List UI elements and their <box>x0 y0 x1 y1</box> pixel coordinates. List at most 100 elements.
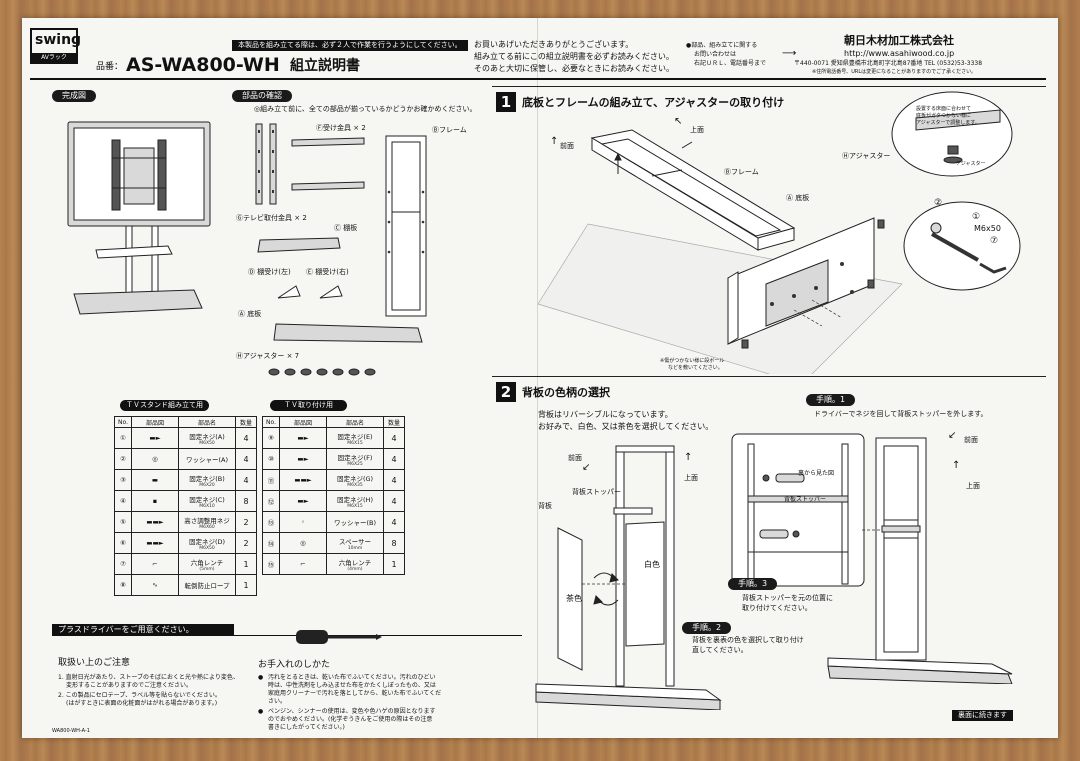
proc1-label: 手順。1 <box>806 394 856 406</box>
receiver-bracket-drawing <box>291 137 365 191</box>
care-line-2c: 書きにしたがってください。) <box>268 724 345 731</box>
rope-icon: ∿ <box>131 574 179 596</box>
back-view-label: 裏から見た図 <box>798 470 835 477</box>
screw-size-label: M6x50 <box>974 224 1001 233</box>
parts-check-note: ◎組み立て前に、全ての部品が揃っているかどうかお確かめください。 <box>254 105 477 113</box>
part-C-label: Ⓒ 棚板 <box>334 224 358 232</box>
company-address: 〒440-0071 愛知県豊橋市北島町字北島87番地 TEL (0532)53-… <box>794 60 983 67</box>
driver-notice: プラスドライバーをご用意ください。 <box>52 624 234 635</box>
care-line-1c: 家庭用クリーナーで汚れを落としてから、乾いた布でふいてくだ <box>268 690 442 697</box>
tv-table-title: ＴＶ取り付け用 <box>270 400 347 411</box>
arrow-icon: ⟶ <box>782 48 797 59</box>
circle-2-label: ② <box>934 198 943 208</box>
step2-right-top-label: 上面 <box>966 482 980 490</box>
step1-base-label: Ⓐ 底板 <box>786 194 810 202</box>
handling-line-2: 2. この製品にセロテープ、ラベル等を貼らないでください。 <box>58 692 221 699</box>
proc2-label: 手順。2 <box>682 622 732 634</box>
proc3-label: 手順。3 <box>728 578 778 590</box>
table-row: ⑦⌐六角レンチ(5mm)1 <box>114 553 257 575</box>
care-line-1: 汚れをとるときは、乾いた布でふいてください。汚れのひどい <box>268 674 436 681</box>
bubble-line-1: 設置する床面に合わせて <box>916 106 972 112</box>
stand-frame-drawing <box>827 437 1013 684</box>
proc3-text-2: 取り付けてください。 <box>742 604 812 612</box>
logo-brand: swing <box>35 32 82 48</box>
handling-line-2b: (はがすときに表面の化粧面がはがれる場合があります。) <box>66 700 218 707</box>
model-number: AS-WA800-WH <box>126 54 280 76</box>
step2-frame-top <box>492 376 1046 377</box>
step1-assembly-drawing <box>537 129 903 374</box>
completed-stand-drawing <box>67 121 211 315</box>
screw-icon: ▬▬► <box>279 469 327 491</box>
circle-1-label: ① <box>972 212 981 222</box>
contact-line-1: ●部品、組み立てに関する <box>686 42 758 49</box>
parts-check-title: 部品の確認 <box>232 90 292 102</box>
proc3-text-1: 背板ストッパーを元の位置に <box>742 594 833 602</box>
arrow-up-icon: ↑ <box>952 460 961 471</box>
care-line-2b: のでおやめください。(化学ぞうきんをご使用の際はその注意 <box>268 716 433 723</box>
two-person-notice: 本製品を組み立てる際は、必ず２人で作業を行うようにしてください。 <box>232 40 468 51</box>
footer-code: WA800-WH-A-1 <box>52 728 90 734</box>
instruction-sheet: swing AVラック 本製品を組み立てる際は、必ず２人で作業を行うようにしてく… <box>22 18 1058 738</box>
arrow-up-icon: ↑ <box>684 452 693 463</box>
step1-frame-label: Ⓑフレーム <box>724 168 759 176</box>
tv-mount-bracket-drawing <box>255 123 277 205</box>
table-row: ②◎ワッシャー(A)4 <box>114 448 257 470</box>
step2-reversible-panel-drawing <box>535 445 722 710</box>
table-row: ⑮⌐六角レンチ(4mm)1 <box>262 553 405 575</box>
step1-front-label: 前面 <box>560 142 574 150</box>
screw-icon: ▬ <box>131 469 179 491</box>
screw-detail-bubble <box>903 201 1021 291</box>
adjusters-drawing <box>268 368 376 376</box>
white-side-label: 白色 <box>644 560 660 569</box>
spacer-icon: ◎ <box>279 532 327 554</box>
greeting-line-1: お買いあげいただきありがとうございます。 <box>474 40 634 49</box>
step2-stopper-label: 背板ストッパー <box>572 488 621 496</box>
back-view-inset <box>731 433 865 587</box>
greeting-line-3: そのあと大切に保管し、必要なときにお読みください。 <box>474 64 674 73</box>
floor-note-1: ※傷がつかない様に段ボール <box>660 358 725 364</box>
proc2-text-2: 直してください。 <box>692 646 748 654</box>
circle-7-label: ⑦ <box>990 236 999 246</box>
logo-sub: AVラック <box>32 53 76 62</box>
care-bullet-2: ● <box>258 708 264 715</box>
arrow-icon: ↙ <box>582 462 591 473</box>
step2-top-label: 上面 <box>684 474 698 482</box>
shelf-supports-drawing <box>277 285 343 299</box>
continue-badge: 裏面に続きます <box>952 710 1013 721</box>
part-H-label: Ⓗアジャスター × 7 <box>236 352 300 360</box>
step2-number: 2 <box>496 382 516 402</box>
part-B-label: Ⓑフレーム <box>432 126 467 134</box>
arrow-icon: ↙ <box>948 430 957 441</box>
base-board-drawing <box>273 323 423 343</box>
step2-back-panel-label: 背板 <box>538 502 552 510</box>
care-line-1b: 時は、中性洗剤をしみ込ませた布をかたくしぼったもの、又は <box>268 682 436 689</box>
company-url: http://www.asahiwood.co.jp <box>844 49 955 58</box>
proc1-text: ドライバーでネジを回して背板ストッパーを外します。 <box>814 410 988 418</box>
care-line-1d: さい。 <box>268 698 287 705</box>
bubble-adjuster-label: アジャスター <box>956 161 986 167</box>
model-label: 品番： <box>96 62 124 72</box>
hex-wrench-icon: ⌐ <box>279 553 327 575</box>
table-row: ⑬◦ワッシャー(B)4 <box>262 511 405 533</box>
step2-desc-2: お好みで、白色、又は茶色を選択してください。 <box>538 422 714 431</box>
handling-line-1b: 変形することがありますのでご注意ください。 <box>66 682 193 689</box>
screw-icon: ▬► <box>279 448 327 470</box>
care-title: お手入れのしかた <box>258 660 331 670</box>
frame-drawing <box>385 135 427 317</box>
contact-line-3: 右記ＵＲＬ、電話番号まで <box>694 60 767 67</box>
step2-title: 背板の色柄の選択 <box>522 386 610 399</box>
screw-icon: ▬► <box>131 427 179 449</box>
long-screw-icon: ▬▬► <box>131 532 179 554</box>
bubble-line-3: アジャスターで調整します。 <box>916 120 980 126</box>
long-screw-icon: ▬▬► <box>131 511 179 533</box>
washer-icon: ◦ <box>279 511 327 533</box>
completed-title: 完成図 <box>52 90 96 102</box>
